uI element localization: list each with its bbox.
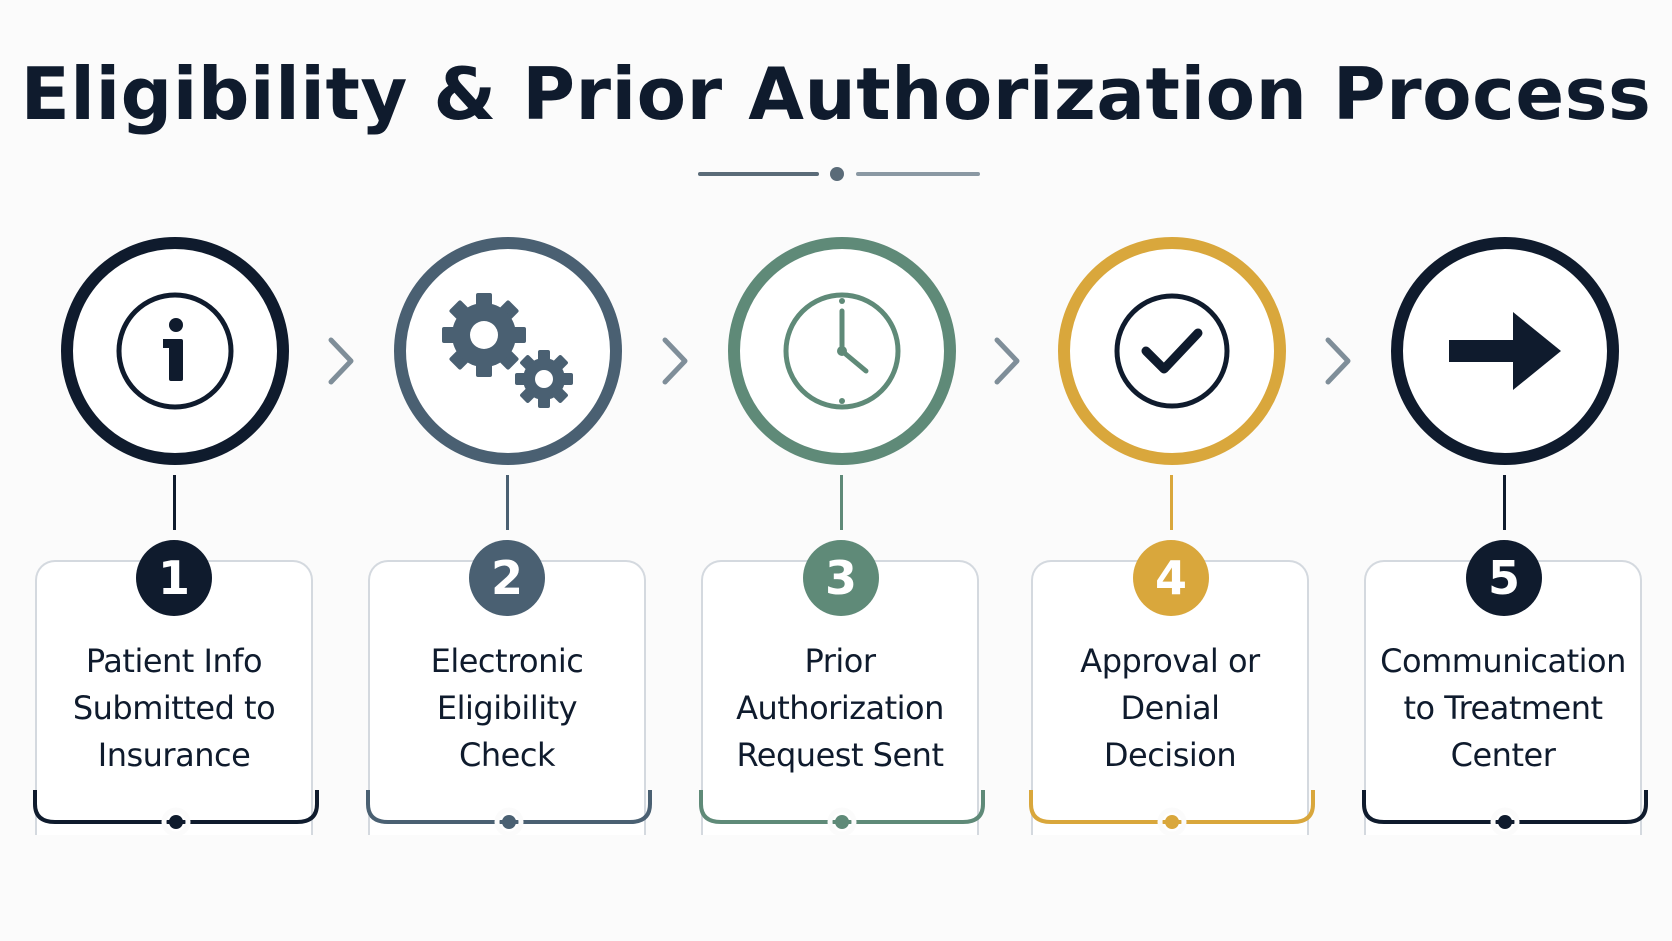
step-1-label: Patient Info Submitted to Insurance bbox=[72, 642, 276, 774]
step-4-number-badge: 4 bbox=[1133, 540, 1209, 616]
step-4-card bbox=[1031, 560, 1309, 835]
step-2-connector bbox=[506, 475, 509, 530]
checkmark-icon bbox=[1114, 293, 1230, 409]
step-3-connector bbox=[840, 475, 843, 530]
step-1-connector bbox=[173, 475, 176, 530]
step-5-number-badge: 5 bbox=[1466, 540, 1542, 616]
step-1-card-base bbox=[33, 790, 319, 837]
step-5-label: Communication to Treatment Center bbox=[1380, 642, 1626, 774]
step-1-circle bbox=[61, 237, 289, 465]
step-3-label: Prior Authorization Request Sent bbox=[736, 642, 944, 774]
arrow-right-icon bbox=[1449, 312, 1561, 390]
diagram-title: Eligibility & Prior Authorization Proces… bbox=[20, 52, 1652, 136]
clock-icon bbox=[783, 292, 901, 410]
chevron-right-icon bbox=[328, 337, 354, 385]
step-4-circle bbox=[1058, 237, 1286, 465]
info-icon bbox=[116, 292, 234, 410]
step-1-number-badge: 1 bbox=[136, 540, 212, 616]
chevron-right-icon bbox=[662, 337, 688, 385]
step-2-circle bbox=[394, 237, 622, 465]
step-3-card-base bbox=[699, 790, 985, 837]
step-2-number-badge: 2 bbox=[469, 540, 545, 616]
step-5-circle bbox=[1391, 237, 1619, 465]
step-3-circle bbox=[728, 237, 956, 465]
gears-icon bbox=[442, 293, 573, 408]
chevron-right-icon bbox=[1325, 337, 1351, 385]
step-5-card-base bbox=[1362, 790, 1648, 837]
step-3-number-badge: 3 bbox=[803, 540, 879, 616]
chevron-right-icon bbox=[994, 337, 1020, 385]
step-5-connector bbox=[1503, 475, 1506, 530]
title-divider bbox=[698, 167, 980, 181]
step-4-label: Approval or Denial Decision bbox=[1080, 642, 1260, 774]
step-2-label: Electronic Eligibility Check bbox=[430, 642, 584, 774]
step-2-card-base bbox=[366, 790, 652, 837]
step-4-card-base bbox=[1029, 790, 1315, 837]
step-4-connector bbox=[1170, 475, 1173, 530]
